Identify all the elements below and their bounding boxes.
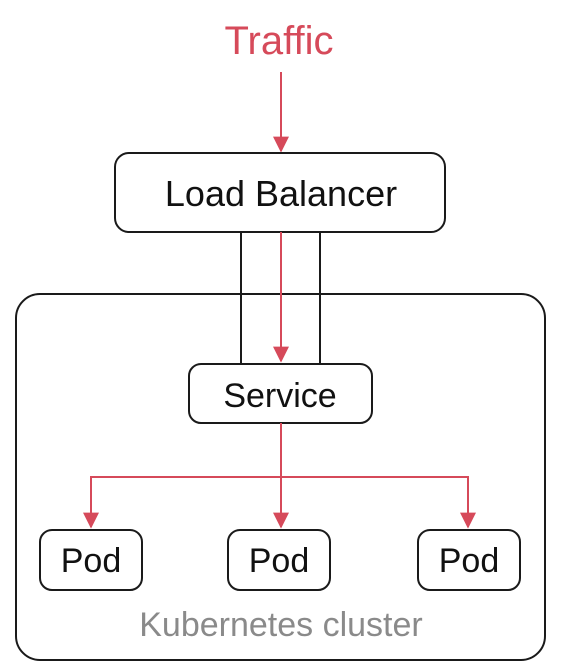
pod-node-3: Pod xyxy=(417,529,521,591)
pod-box-3 xyxy=(417,529,521,591)
pod-node-2: Pod xyxy=(227,529,331,591)
pod-label-1: Pod xyxy=(61,542,122,580)
load-balancer-node: Load Balancer xyxy=(114,152,446,233)
pod-node-1: Pod xyxy=(39,529,143,591)
pod-box-1 xyxy=(39,529,143,591)
pod-box-2 xyxy=(227,529,331,591)
load-balancer-label: Load Balancer xyxy=(165,173,397,214)
pod-label-3: Pod xyxy=(439,542,500,580)
traffic-label: Traffic xyxy=(225,19,334,63)
service-label: Service xyxy=(223,377,336,415)
cluster-label: Kubernetes cluster xyxy=(139,606,423,644)
pod-label-2: Pod xyxy=(249,542,310,580)
service-node: Service xyxy=(188,363,373,424)
